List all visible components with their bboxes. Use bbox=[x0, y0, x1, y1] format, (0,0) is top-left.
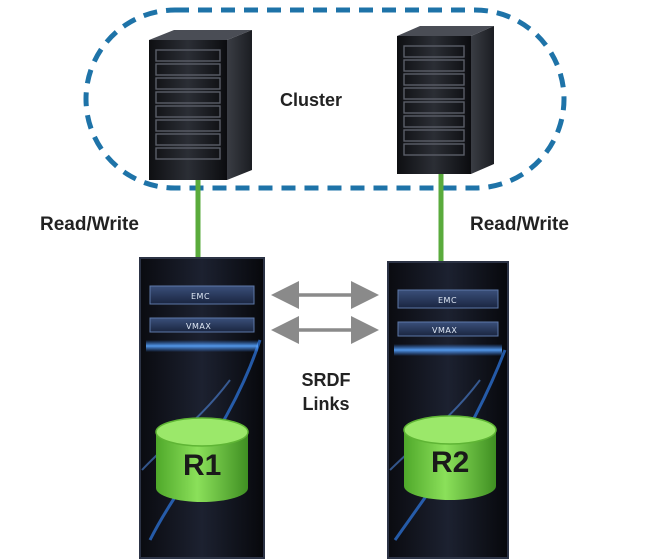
srdf-label-line1: SRDF bbox=[301, 370, 351, 390]
disk-volume-icon: R2 bbox=[403, 415, 497, 500]
model-badge: VMAX bbox=[186, 322, 211, 331]
storage-array-icon: EMC VMAX bbox=[387, 261, 509, 559]
srdf-links-label: SRDF Links bbox=[296, 368, 356, 416]
storage-array-icon: EMC VMAX bbox=[139, 257, 265, 559]
server-icon bbox=[397, 26, 494, 174]
volume-label-r1: R1 bbox=[183, 449, 221, 482]
cluster-label: Cluster bbox=[280, 90, 343, 110]
model-badge: VMAX bbox=[432, 326, 457, 335]
srdf-label-line2: Links bbox=[302, 394, 350, 414]
server-icon bbox=[149, 30, 252, 180]
disk-volume-icon: R1 bbox=[155, 417, 249, 502]
read-write-label-right: Read/Write bbox=[470, 214, 569, 235]
read-write-label-left: Read/Write bbox=[40, 214, 139, 235]
vendor-badge: EMC bbox=[438, 296, 457, 305]
volume-label-r2: R2 bbox=[431, 446, 469, 479]
cluster-boundary bbox=[83, 7, 567, 191]
vendor-badge: EMC bbox=[191, 292, 210, 301]
